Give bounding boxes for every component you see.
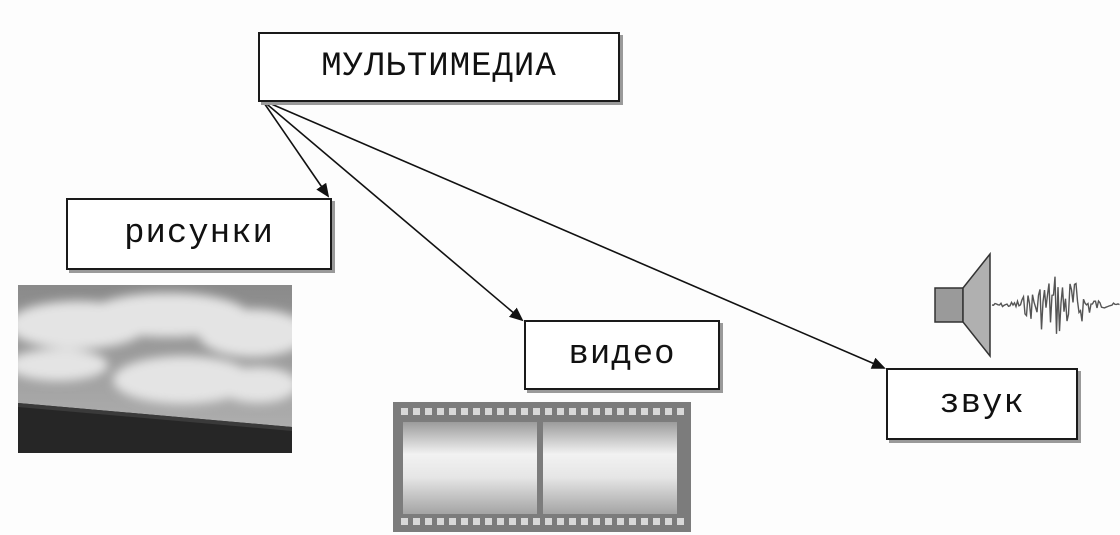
node-sound: звук — [886, 368, 1078, 440]
node-video: видео — [524, 320, 720, 390]
root-node-multimedia: МУЛЬТИМЕДИА — [258, 32, 620, 102]
pictures-label: рисунки — [124, 215, 274, 253]
video-label: видео — [568, 336, 676, 374]
film-strip-icon — [393, 402, 691, 532]
arrow-to-video — [261, 99, 524, 322]
node-pictures: рисунки — [66, 198, 332, 270]
root-label: МУЛЬТИМЕДИА — [321, 48, 557, 86]
cloud-sky-photo-icon — [18, 285, 292, 453]
arrow-to-pictures — [261, 99, 330, 198]
sound-label: звук — [939, 385, 1025, 423]
arrow-to-sound — [261, 99, 886, 369]
speaker-waveform-icon — [934, 251, 1120, 359]
